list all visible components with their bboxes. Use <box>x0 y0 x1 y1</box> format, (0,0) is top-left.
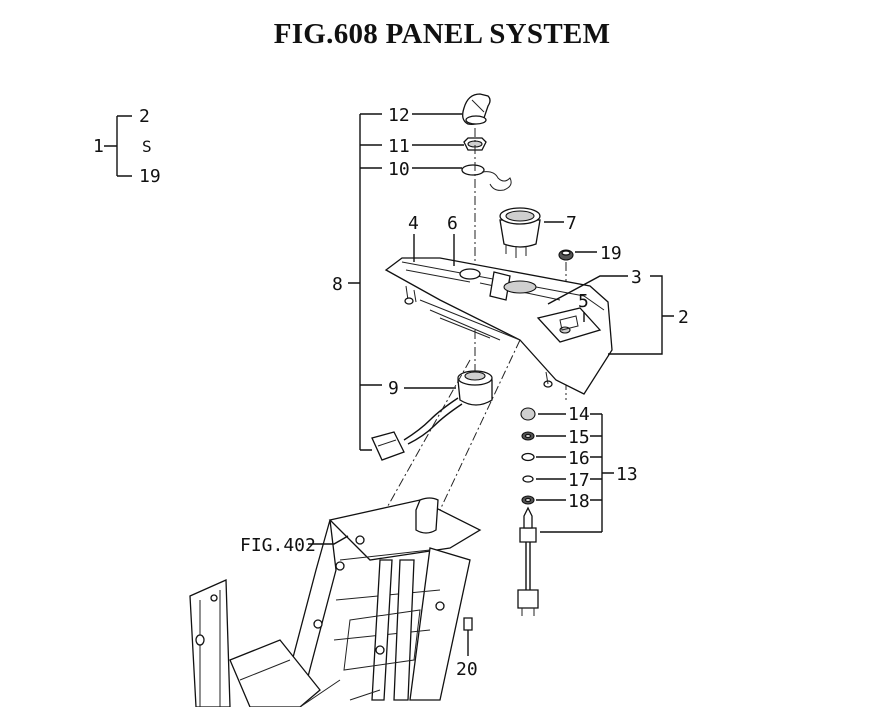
legend-to-number: 19 <box>139 166 161 187</box>
legend-from-number: 2 <box>139 106 150 127</box>
group-8-bracket: 8 12 11 10 9 <box>332 105 464 451</box>
callout-4: 4 <box>408 213 419 234</box>
callout-19: 19 <box>600 243 622 264</box>
key-cap-part-12 <box>462 93 491 126</box>
switch-stack-parts: 14 15 16 17 18 13 <box>517 404 638 616</box>
legend-range-mark: S <box>142 137 152 156</box>
cover-part-10 <box>461 164 512 191</box>
callout-13: 13 <box>616 464 638 485</box>
harness-part-9 <box>371 370 493 461</box>
callout-8: 8 <box>332 274 343 295</box>
assembly-legend: 1 2 S 19 <box>93 106 161 187</box>
callout-12: 12 <box>388 105 410 126</box>
panel-housing: 4 6 5 3 <box>384 213 642 395</box>
callout-15: 15 <box>568 427 590 448</box>
callout-5: 5 <box>578 291 589 312</box>
callout-11: 11 <box>388 136 410 157</box>
callout-7: 7 <box>566 213 577 234</box>
callout-6: 6 <box>447 213 458 234</box>
steering-frame: 20 FIG.402 <box>189 339 521 707</box>
reference-fig-402: FIG.402 <box>240 535 316 556</box>
callout-20: 20 <box>456 659 478 680</box>
callout-17: 17 <box>568 470 590 491</box>
callout-14: 14 <box>568 404 590 425</box>
callout-9: 9 <box>388 378 399 399</box>
callout-18: 18 <box>568 491 590 512</box>
callout-2: 2 <box>678 307 689 328</box>
callout-10: 10 <box>388 159 410 180</box>
callout-16: 16 <box>568 448 590 469</box>
figure-title: FIG.608 PANEL SYSTEM <box>273 18 611 50</box>
group-2-bracket: 2 <box>608 275 689 355</box>
legend-assembly-number: 1 <box>93 136 104 157</box>
meter-part-7: 7 <box>499 207 577 258</box>
callout-3: 3 <box>631 267 642 288</box>
